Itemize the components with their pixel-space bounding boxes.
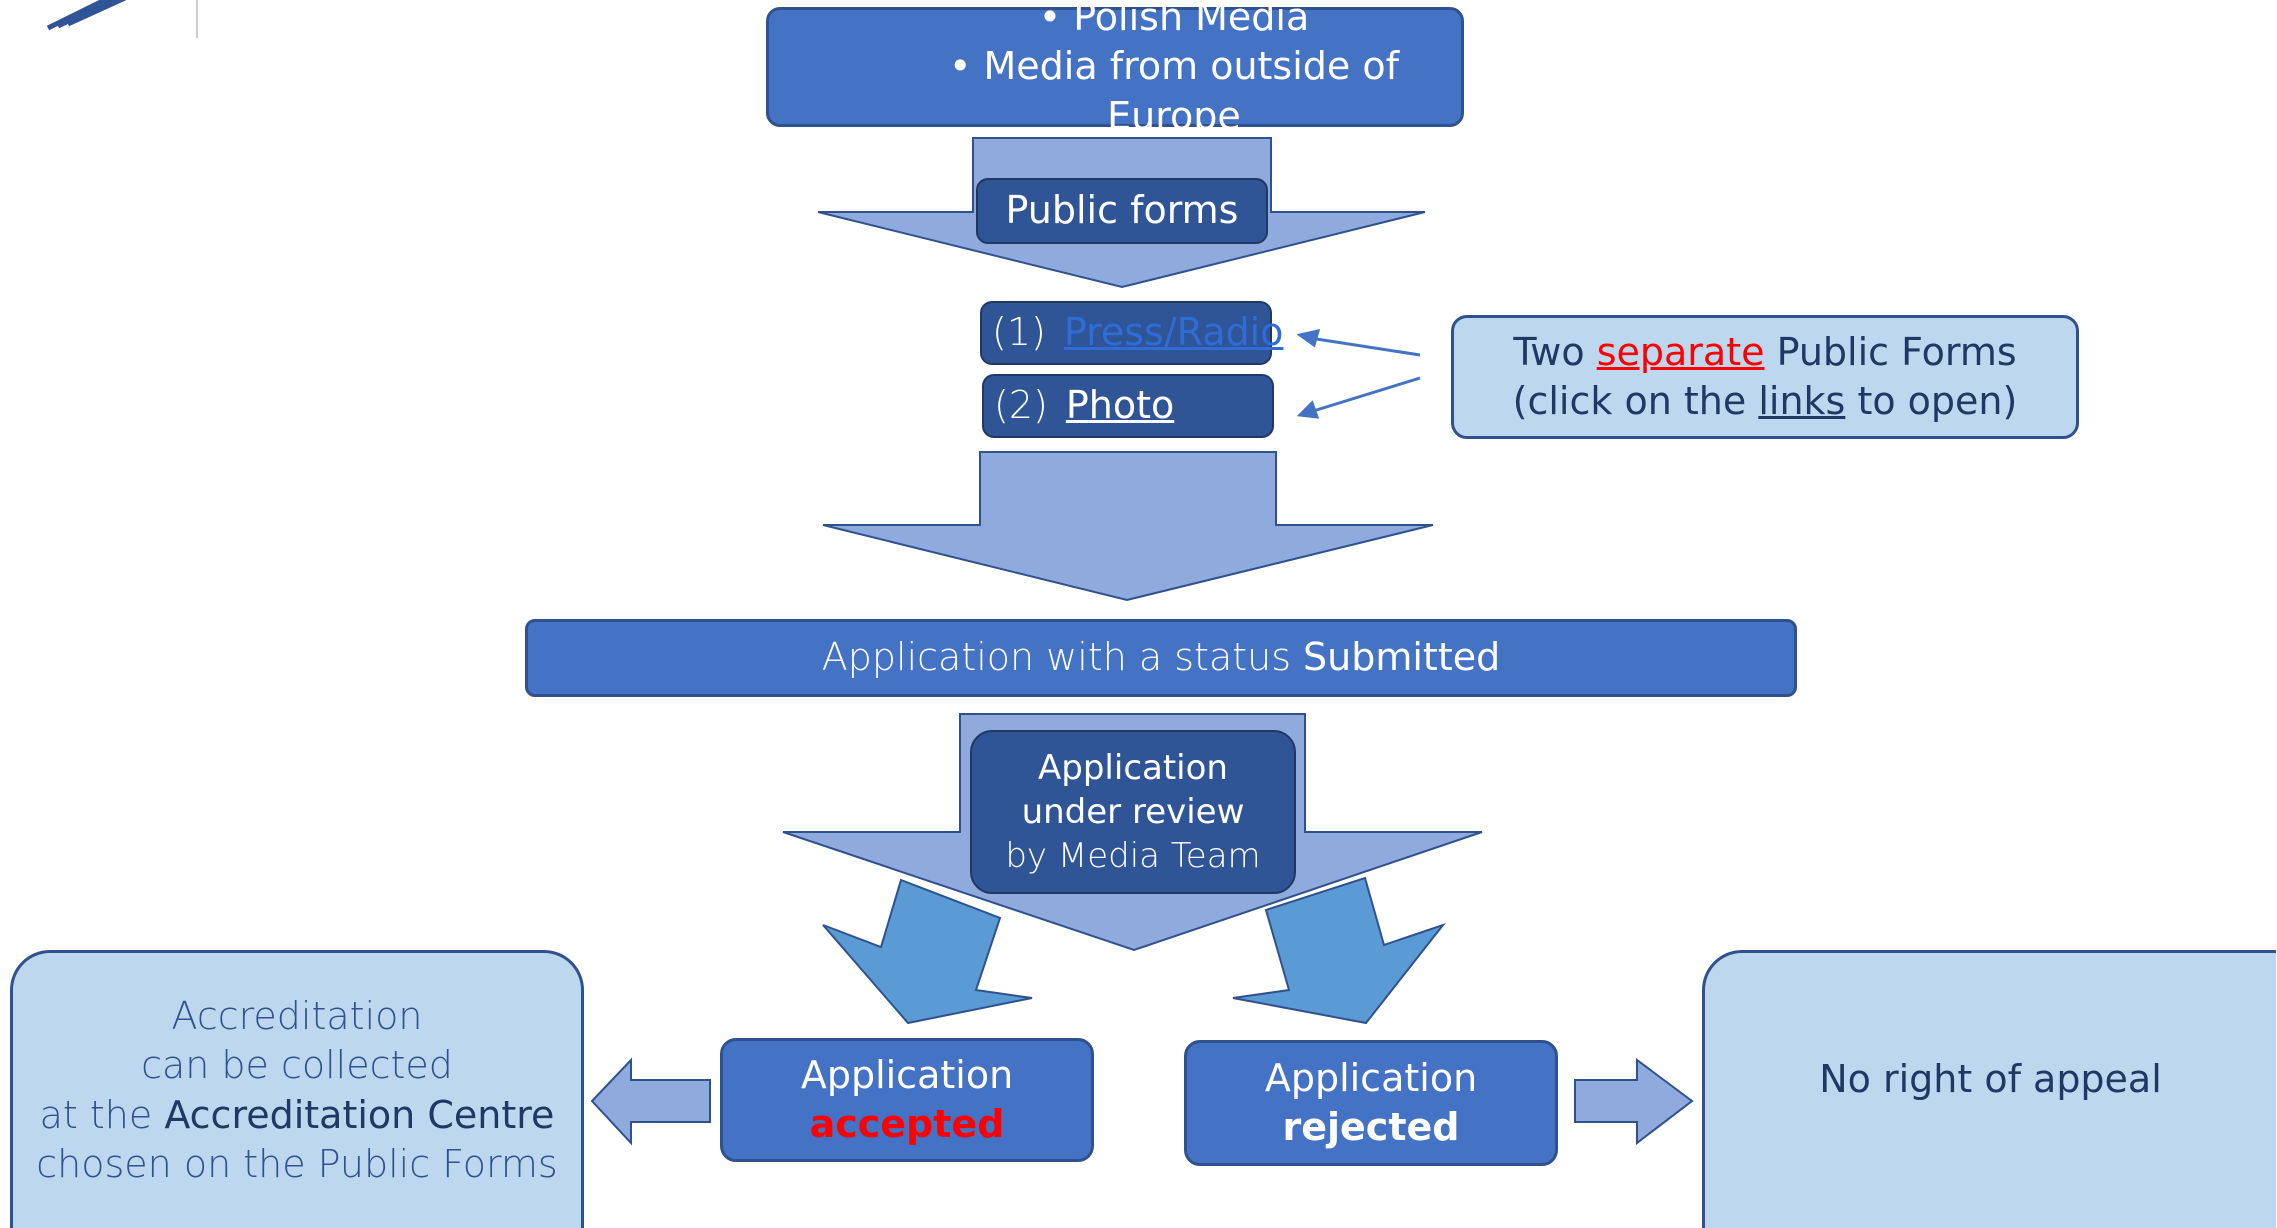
media-types-box: • Polish Media • Media from outside of E… (766, 0, 1464, 138)
review-line-1: Application (1038, 747, 1228, 788)
media-type-item: • Media from outside of Europe (948, 44, 1399, 138)
media-types-list: • Polish Media • Media from outside of E… (887, 0, 1461, 141)
right-arrow (1574, 1058, 1694, 1146)
submitted-status-bar: Application with a status Submitted (525, 619, 1797, 697)
submitted-text: Application with a status (821, 635, 1292, 680)
accreditation-line-1: Accreditation (171, 993, 423, 1038)
form-number: (1) (992, 310, 1046, 355)
links-word: links (1758, 379, 1846, 423)
under-review-box: Application under review by Media Team (970, 730, 1296, 894)
media-type-item: • Polish Media (1038, 0, 1310, 39)
public-forms-text: Public forms (1005, 188, 1239, 233)
photo-link[interactable]: Photo (1065, 383, 1175, 428)
two-forms-callout: Two separate Public Forms (click on the … (1451, 315, 2079, 439)
application-accepted-box: Application accepted (720, 1038, 1094, 1162)
accreditation-collection-box: Accreditation can be collected at the Ac… (10, 950, 584, 1228)
rejected-line-1: Application (1264, 1055, 1478, 1100)
public-forms-label: Public forms (976, 178, 1268, 244)
callout-pointer-arrows (1296, 328, 1421, 419)
logo-icon (46, 0, 127, 31)
callout-line-2: (click on the links to open) (1512, 379, 2018, 423)
press-radio-link[interactable]: Press/Radio (1063, 310, 1284, 355)
form-press-radio[interactable]: (1) Press/Radio (980, 301, 1283, 365)
accreditation-centre: Accreditation Centre (164, 1092, 555, 1137)
no-appeal-box: No right of appeal (1702, 950, 2276, 1228)
diagonal-arrow-left (822, 878, 1033, 1025)
rejected-status: rejected (1282, 1105, 1460, 1149)
callout-line-1: Two separate Public Forms (1513, 329, 2017, 374)
accreditation-line-3: at the Accreditation Centre (39, 1092, 555, 1137)
form-photo[interactable]: (2) Photo (982, 374, 1274, 438)
accepted-status: accepted (809, 1102, 1005, 1146)
down-arrow-2 (822, 451, 1434, 602)
review-line-2: under review (1021, 791, 1245, 832)
review-line-3: by Media Team (1005, 836, 1261, 877)
left-arrow (590, 1057, 711, 1146)
form-number: (2) (994, 383, 1048, 428)
accreditation-line-2: can be collected (141, 1043, 453, 1088)
diagonal-arrow-right (1232, 876, 1446, 1025)
submitted-status: Submitted (1303, 635, 1501, 680)
no-appeal-text: No right of appeal (1819, 1057, 2162, 1101)
separate-highlight: separate (1596, 329, 1765, 374)
application-rejected-box: Application rejected (1184, 1040, 1558, 1166)
accepted-line-1: Application (800, 1052, 1014, 1097)
accreditation-line-4: chosen on the Public Forms (36, 1141, 558, 1186)
